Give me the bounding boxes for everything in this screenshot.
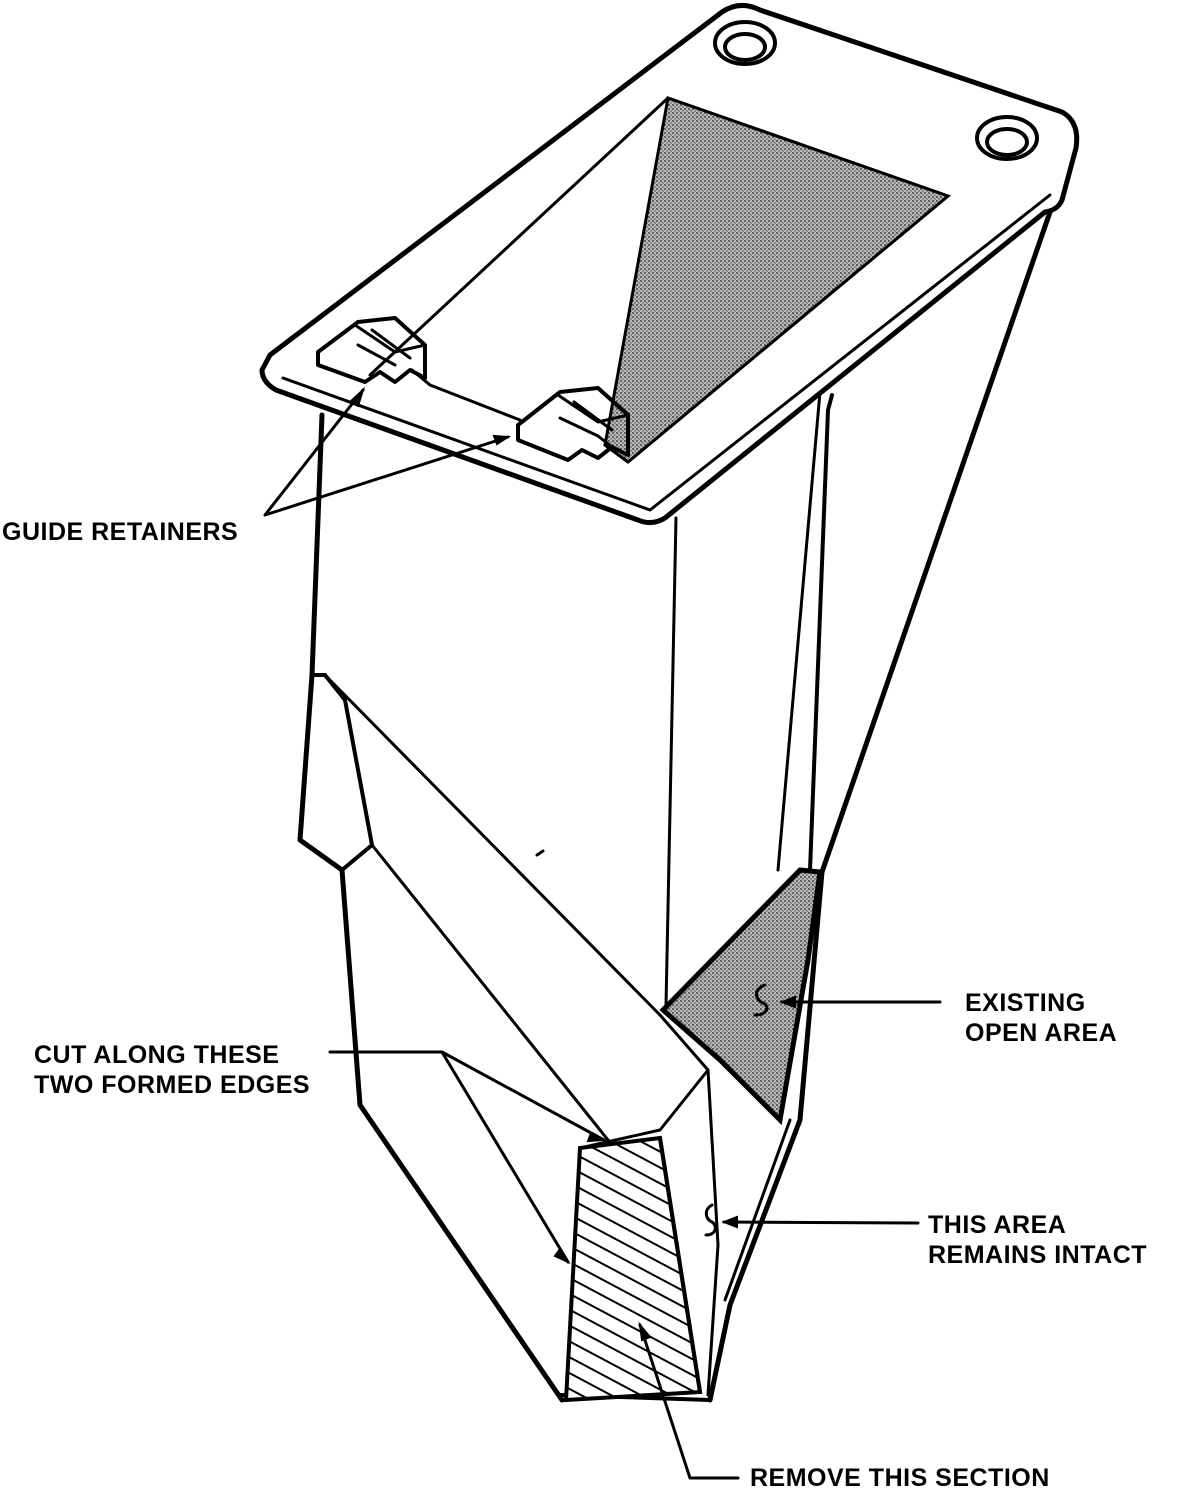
existing-open-area-shade [659,867,823,1126]
flange-opening [368,96,951,464]
existing-open-area-line-1: EXISTING [965,989,1086,1017]
remains-intact-label: THIS AREA REMAINS INTACT [928,1210,1147,1270]
mounting-hole [713,20,777,66]
remains-intact-line-2: REMAINS INTACT [928,1241,1148,1269]
cut-along-line-1: CUT ALONG THESE [34,1041,280,1069]
mounting-flange [259,3,1080,526]
cut-along-label: CUT ALONG THESE TWO FORMED EDGES [34,1040,310,1100]
leader-lines [263,386,942,1480]
existing-open-area-line-2: OPEN AREA [965,1019,1118,1047]
inner-shaded-wall [603,96,951,464]
guide-retainer-right [516,386,630,462]
remove-section-text: REMOVE THIS SECTION [750,1464,1050,1492]
remove-section-label: REMOVE THIS SECTION [750,1463,1050,1493]
guide-retainers-text: GUIDE RETAINERS [2,518,239,546]
mounting-hole [975,115,1039,161]
cut-along-line-2: TWO FORMED EDGES [34,1071,311,1099]
remains-intact-line-1: THIS AREA [928,1211,1067,1239]
duct-body [297,209,1053,1403]
guide-retainer-left [316,316,427,384]
existing-open-area-label: EXISTING OPEN AREA [965,988,1117,1048]
squiggle-mark [704,1203,717,1237]
squiggle-mark [753,983,769,1017]
guide-retainers-label: GUIDE RETAINERS [2,517,238,547]
